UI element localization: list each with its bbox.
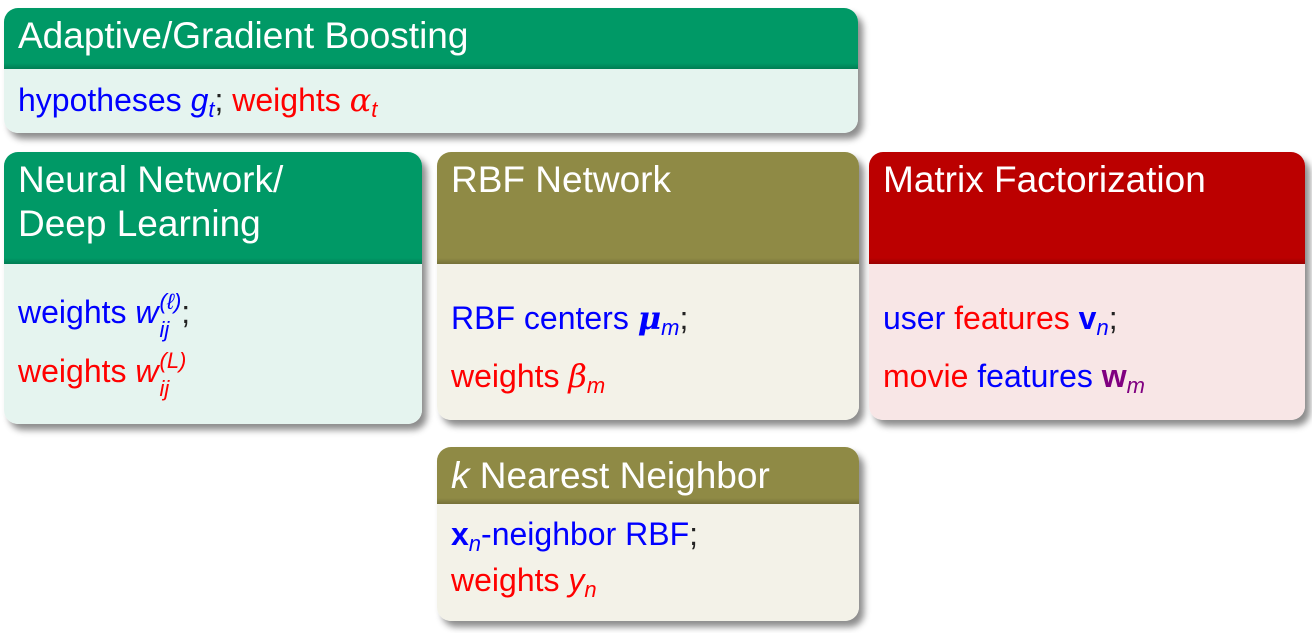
boosting-body: hypotheses gt; weights αt bbox=[4, 69, 858, 133]
neural-separator: ; bbox=[181, 294, 191, 330]
rbf-weight-symbol: βm bbox=[568, 357, 606, 398]
rbf-line-2: weights βm bbox=[451, 356, 606, 398]
knn-title-k: k bbox=[451, 455, 470, 496]
matrix-factorization-title: Matrix Factorization bbox=[883, 159, 1206, 200]
neural-weights-label-1: weights bbox=[18, 294, 127, 330]
rbf-centers-label: RBF centers bbox=[451, 300, 629, 336]
matrix-factorization-header: Matrix Factorization bbox=[869, 152, 1305, 264]
neural-network-title-line1: Neural Network/ bbox=[18, 159, 284, 200]
neural-weight-symbol-2: w(L)ij bbox=[135, 348, 187, 401]
mf-user-feature-symbol: vn bbox=[1078, 300, 1109, 340]
mf-line-1: user features vn; bbox=[883, 298, 1118, 340]
boosting-line: hypotheses gt; weights αt bbox=[18, 80, 378, 122]
rbf-separator: ; bbox=[679, 300, 689, 336]
boosting-separator: ; bbox=[214, 82, 224, 118]
neural-line-2: weights w(L)ij bbox=[18, 348, 187, 401]
mf-movie-feature-symbol: wm bbox=[1101, 358, 1145, 398]
rbf-network-title: RBF Network bbox=[451, 159, 671, 200]
neural-line-1: weights w(ℓ)ij; bbox=[18, 289, 191, 342]
knn-line-2: weights yn bbox=[451, 560, 597, 602]
mf-features-label-2: features bbox=[977, 358, 1093, 394]
neural-network-body: weights w(ℓ)ij; weights w(L)ij bbox=[4, 264, 422, 424]
boosting-hypotheses-label: hypotheses bbox=[18, 82, 182, 118]
mf-movie-label: movie bbox=[883, 358, 969, 394]
rbf-line-1: RBF centers μm; bbox=[451, 298, 689, 340]
boosting-block: Adaptive/Gradient Boosting hypotheses gt… bbox=[4, 8, 858, 133]
rbf-weights-label: weights bbox=[451, 358, 560, 394]
mf-separator: ; bbox=[1108, 300, 1118, 336]
knn-body: xn-neighbor RBF; weights yn bbox=[437, 504, 859, 621]
neural-network-header: Neural Network/ Deep Learning bbox=[4, 152, 422, 264]
neural-weights-label-2: weights bbox=[18, 353, 127, 389]
matrix-factorization-body: user features vn; movie features wm bbox=[869, 264, 1305, 420]
neural-network-title-line2: Deep Learning bbox=[18, 203, 261, 244]
boosting-hypothesis-symbol: gt bbox=[190, 82, 215, 122]
neural-weight-symbol-1: w(ℓ)ij bbox=[135, 289, 182, 342]
knn-neighbor-rbf-label: -neighbor RBF bbox=[481, 516, 690, 552]
boosting-title: Adaptive/Gradient Boosting bbox=[18, 15, 469, 56]
mf-user-label: user bbox=[883, 300, 946, 336]
knn-block: k Nearest Neighbor xn-neighbor RBF; weig… bbox=[437, 447, 859, 621]
matrix-factorization-block: Matrix Factorization user features vn; m… bbox=[869, 152, 1305, 420]
boosting-header: Adaptive/Gradient Boosting bbox=[4, 8, 858, 69]
knn-weight-symbol: yn bbox=[568, 562, 597, 602]
rbf-center-symbol: μm bbox=[637, 299, 680, 340]
boosting-weight-symbol: αt bbox=[349, 81, 378, 122]
knn-title: Nearest Neighbor bbox=[479, 455, 770, 496]
mf-line-2: movie features wm bbox=[883, 356, 1145, 398]
knn-separator: ; bbox=[689, 516, 699, 552]
neural-network-block: Neural Network/ Deep Learning weights w(… bbox=[4, 152, 422, 424]
mf-features-label-1: features bbox=[954, 300, 1070, 336]
knn-x-symbol: xn bbox=[451, 516, 482, 556]
knn-line-1: xn-neighbor RBF; bbox=[451, 514, 699, 556]
rbf-network-block: RBF Network RBF centers μm; weights βm bbox=[437, 152, 859, 420]
rbf-network-header: RBF Network bbox=[437, 152, 859, 264]
knn-weights-label: weights bbox=[451, 562, 560, 598]
rbf-network-body: RBF centers μm; weights βm bbox=[437, 264, 859, 420]
knn-header: k Nearest Neighbor bbox=[437, 447, 859, 504]
boosting-weights-label: weights bbox=[232, 82, 341, 118]
